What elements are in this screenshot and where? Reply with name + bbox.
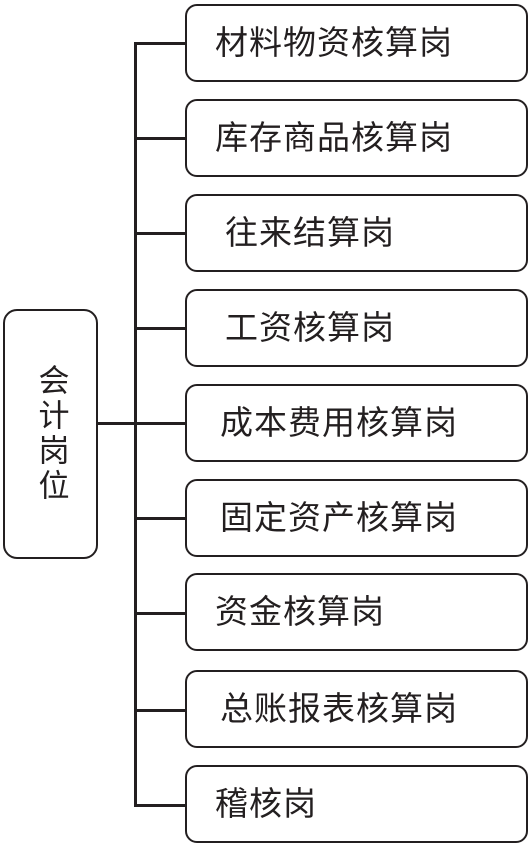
child-node: 稽核岗 <box>185 765 528 843</box>
branch-connector <box>134 137 186 140</box>
child-node-label: 材料物资核算岗 <box>215 23 453 62</box>
child-node: 成本费用核算岗 <box>185 384 528 462</box>
child-node-label: 资金核算岗 <box>215 592 385 631</box>
branch-connector <box>134 232 186 235</box>
child-node: 固定资产核算岗 <box>185 479 528 557</box>
branch-connector <box>134 612 186 615</box>
root-connector <box>98 422 136 425</box>
child-node-label: 总账报表核算岗 <box>220 689 458 728</box>
branch-connector <box>134 327 186 330</box>
root-node: 会计岗位 <box>3 309 98 559</box>
child-node: 工资核算岗 <box>185 289 528 367</box>
branch-connector <box>134 709 186 712</box>
child-node: 总账报表核算岗 <box>185 670 528 748</box>
child-node-label: 固定资产核算岗 <box>220 498 458 537</box>
child-node: 往来结算岗 <box>185 194 528 272</box>
child-node: 资金核算岗 <box>185 573 528 651</box>
branch-connector <box>134 517 186 520</box>
branch-connector <box>134 422 186 425</box>
root-node-label: 会计岗位 <box>32 364 69 504</box>
child-node-label: 稽核岗 <box>215 784 317 823</box>
branch-connector <box>134 42 186 45</box>
child-node-label: 成本费用核算岗 <box>220 403 458 442</box>
branch-connector <box>134 804 186 807</box>
child-node-label: 往来结算岗 <box>225 213 395 252</box>
child-node: 材料物资核算岗 <box>185 4 528 82</box>
child-node-label: 库存商品核算岗 <box>215 118 453 157</box>
child-node: 库存商品核算岗 <box>185 99 528 177</box>
child-node-label: 工资核算岗 <box>225 308 395 347</box>
